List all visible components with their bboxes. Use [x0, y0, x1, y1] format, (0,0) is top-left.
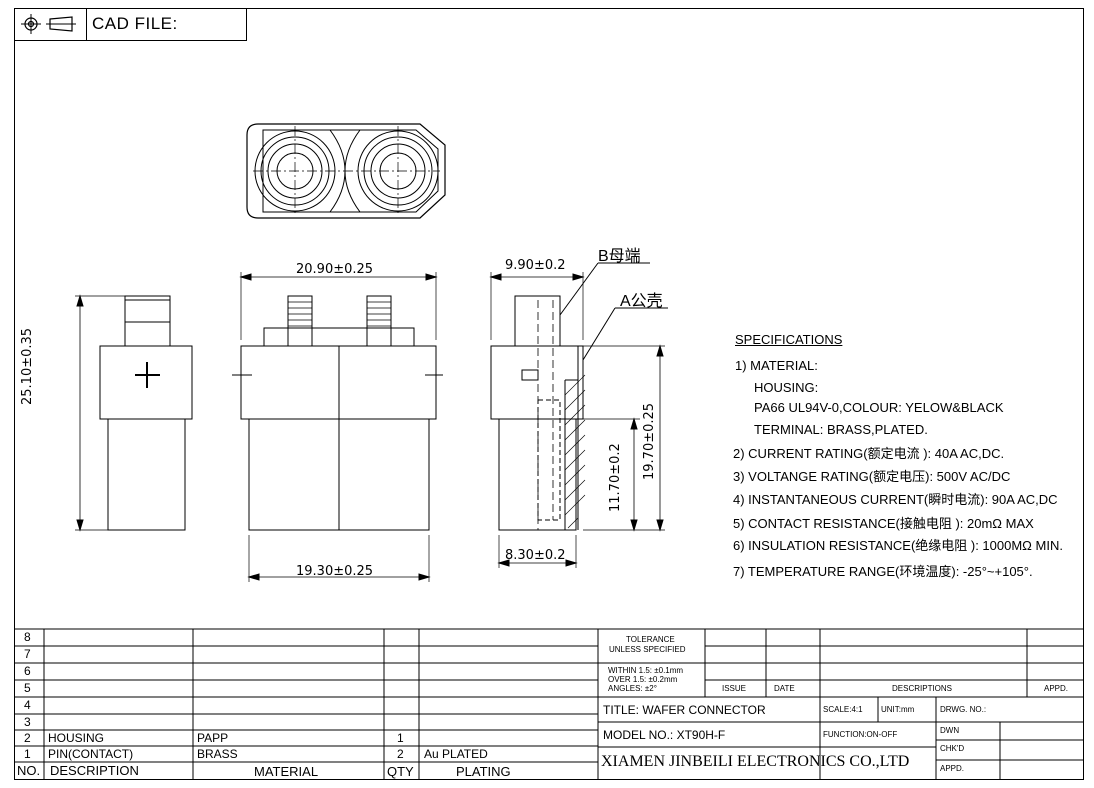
date-header: DATE [774, 684, 795, 693]
drawing-frame [14, 8, 1084, 780]
drawing-title: TITLE: WAFER CONNECTOR [603, 703, 766, 717]
tolerance-within: WITHIN 1.5: ±0.1mm [608, 666, 684, 675]
left-view [75, 294, 193, 532]
descriptions-header: DESCRIPTIONS [892, 684, 953, 693]
bom-material: BRASS [197, 747, 238, 761]
issue-header: ISSUE [722, 684, 747, 693]
bom-header-no: NO. [17, 763, 41, 778]
scale-label: SCALE:4:1 [823, 705, 863, 714]
dim-width-bottom: 19.30±0.25 [296, 564, 374, 579]
bom-row-number: 6 [24, 664, 31, 678]
bom-row-number: 2 [24, 731, 31, 745]
top-view [246, 123, 446, 219]
bom-header-plating: PLATING [456, 764, 511, 779]
bom-header-qty: QTY [387, 764, 414, 779]
cad-file-label: CAD FILE: [92, 14, 178, 33]
bom-row-number: 1 [24, 747, 31, 761]
tolerance-label: TOLERANCE [626, 635, 675, 644]
drawing-number-label: DRWG. NO.: [940, 705, 987, 714]
dim-side-bottom: 8.30±0.2 [505, 548, 566, 563]
bom-header-material: MATERIAL [254, 764, 319, 779]
bom-row-number: 5 [24, 681, 31, 695]
spec-line: 2) CURRENT RATING(额定电流 ): 40A AC,DC. [733, 446, 1005, 461]
bom-qty: 1 [397, 731, 404, 745]
front-view [232, 272, 443, 582]
bom-description: PIN(CONTACT) [48, 747, 134, 761]
bom-plating: Au PLATED [424, 747, 488, 761]
spec-line: 3) VOLTANGE RATING(额定电压): 500V AC/DC [733, 469, 1011, 484]
function-label: FUNCTION:ON-OFF [823, 730, 898, 739]
appd-header: APPD. [1044, 684, 1069, 693]
model-number: MODEL NO.: XT90H-F [603, 728, 726, 742]
checked-label: CHK'D [940, 744, 965, 753]
label-b-female: B母端 [598, 248, 641, 265]
dim-width-top: 20.90±0.25 [296, 262, 374, 277]
bom-row-number: 4 [24, 698, 31, 712]
approved-label: APPD. [940, 764, 965, 773]
bom-header-description: DESCRIPTION [50, 763, 139, 778]
spec-line: 4) INSTANTANEOUS CURRENT(瞬时电流): 90A AC,D… [733, 492, 1058, 507]
spec-line: 7) TEMPERATURE RANGE(环境温度): -25°~+105°. [733, 564, 1033, 579]
projection-symbol [14, 8, 87, 40]
label-a-male: A公壳 [620, 293, 663, 310]
connector-drawing [75, 123, 668, 582]
spec-line: TERMINAL: BRASS,PLATED. [754, 422, 928, 437]
spec-line: 6) INSULATION RESISTANCE(绝缘电阻 ): 1000MΩ … [733, 538, 1063, 553]
spec-line: PA66 UL94V-0,COLOUR: YELOW&BLACK [754, 400, 1004, 415]
bom-row-number: 3 [24, 715, 31, 729]
spec-title: SPECIFICATIONS [735, 332, 843, 347]
unit-label: UNIT:mm [881, 705, 915, 714]
bom-material: PAPP [197, 731, 229, 745]
side-view [489, 262, 668, 568]
spec-line: HOUSING: [754, 380, 819, 395]
drawn-label: DWN [940, 726, 960, 735]
projection-icon [21, 14, 76, 34]
cad-header: CAD FILE: [14, 8, 247, 41]
bom-qty: 2 [397, 747, 404, 761]
dim-side-top: 9.90±0.2 [505, 258, 566, 273]
bom-row-number: 8 [24, 630, 31, 644]
tolerance-angles: ANGLES: ±2° [608, 684, 657, 693]
tolerance-sub: UNLESS SPECIFIED [609, 645, 686, 654]
company-name: XIAMEN JINBEILI ELECTRONICS CO.,LTD [601, 753, 910, 770]
bom-row-number: 7 [24, 647, 31, 661]
bom-description: HOUSING [48, 731, 105, 745]
spec-line: 1) MATERIAL: [735, 358, 818, 373]
spec-line: 5) CONTACT RESISTANCE(接触电阻 ): 20mΩ MAX [733, 516, 1034, 531]
tolerance-over: OVER 1.5: ±0.2mm [608, 675, 678, 684]
